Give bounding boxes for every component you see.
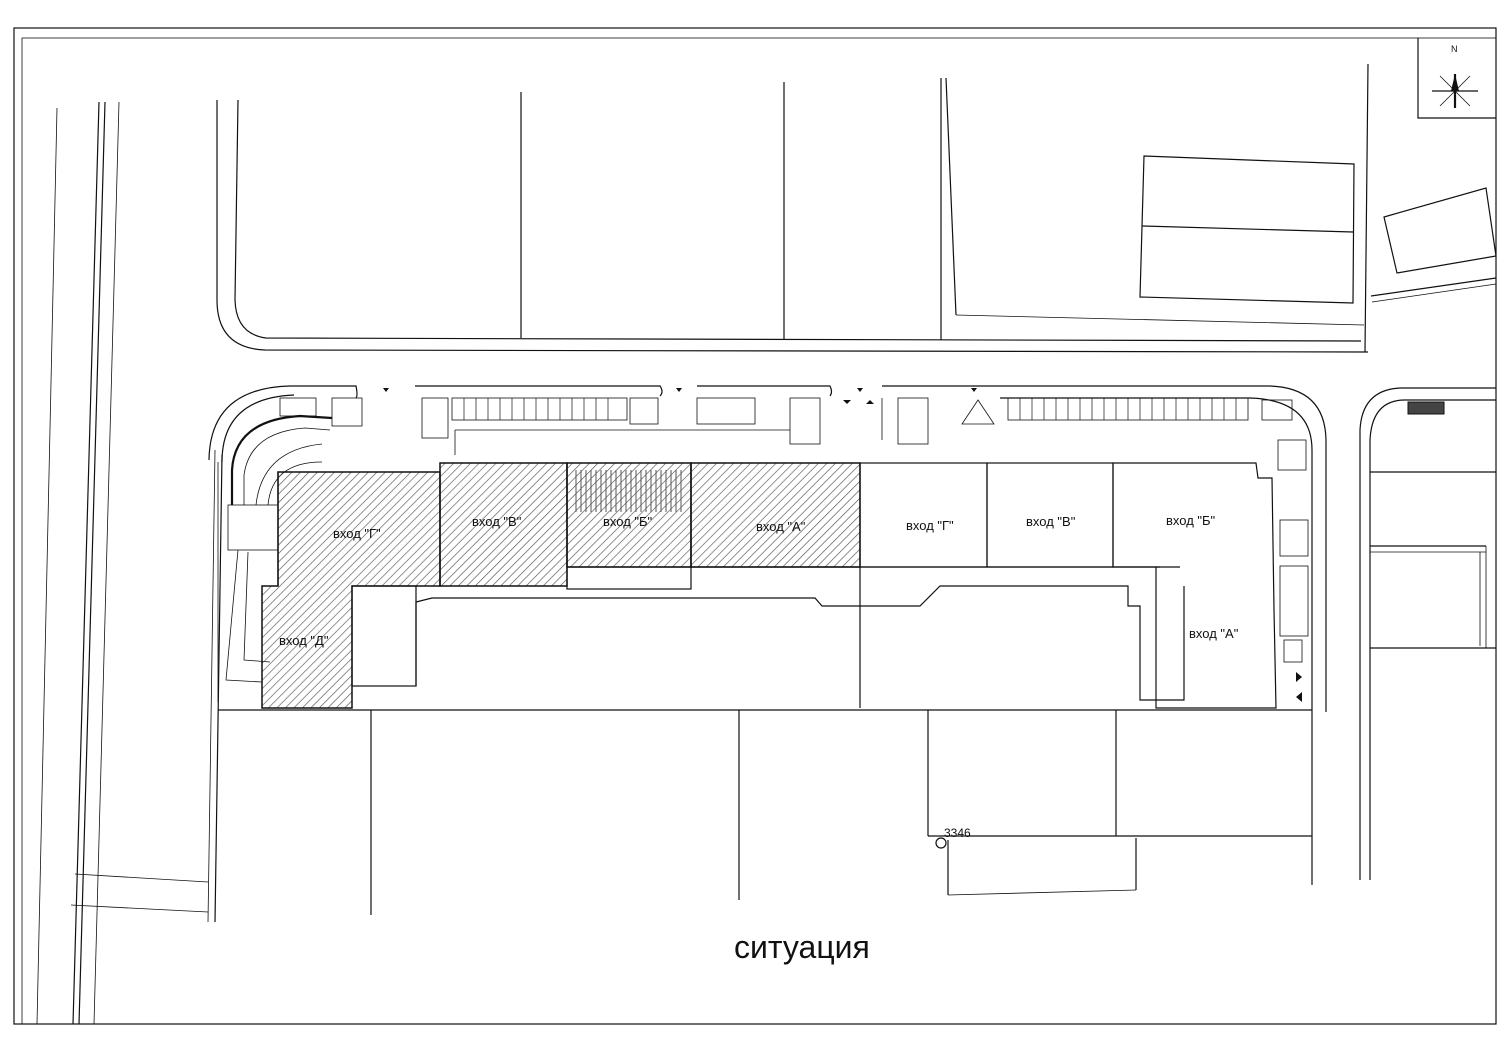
west-entrance-g-label: вход "Г" [333, 526, 381, 541]
drawing-title: ситуация [734, 929, 870, 965]
north-label: N [1451, 44, 1458, 54]
east-building [859, 462, 1277, 709]
east-entrance-v-label: вход "В" [1026, 514, 1076, 529]
west-entrance-v-label: вход "В" [472, 514, 522, 529]
west-building [261, 462, 861, 709]
north-arrow-icon: N [1417, 38, 1496, 119]
sheet-inner-frame [21, 37, 1497, 1025]
east-entrance-g-label: вход "Г" [906, 518, 954, 533]
eastern-parcels [1370, 401, 1496, 649]
west-entrance-b-label: вход "Б" [603, 514, 653, 529]
garage-ramp [225, 414, 333, 683]
parking-row-west [279, 397, 821, 455]
lower-courtyard [351, 566, 1185, 708]
east-entrance-b-label: вход "Б" [1166, 513, 1216, 528]
site-block-outline [208, 385, 1496, 880]
parking-row-east [881, 397, 1309, 663]
west-entrance-a-label: вход "А" [756, 519, 806, 534]
northern-parcels [216, 63, 1497, 353]
southern-parcels: 3346 [370, 710, 1313, 915]
survey-point-number: 3346 [944, 826, 971, 840]
west-entrance-d-label: вход "Д" [279, 633, 329, 648]
east-entrance-a-label: вход "А" [1189, 626, 1239, 641]
left-road [36, 101, 223, 1025]
